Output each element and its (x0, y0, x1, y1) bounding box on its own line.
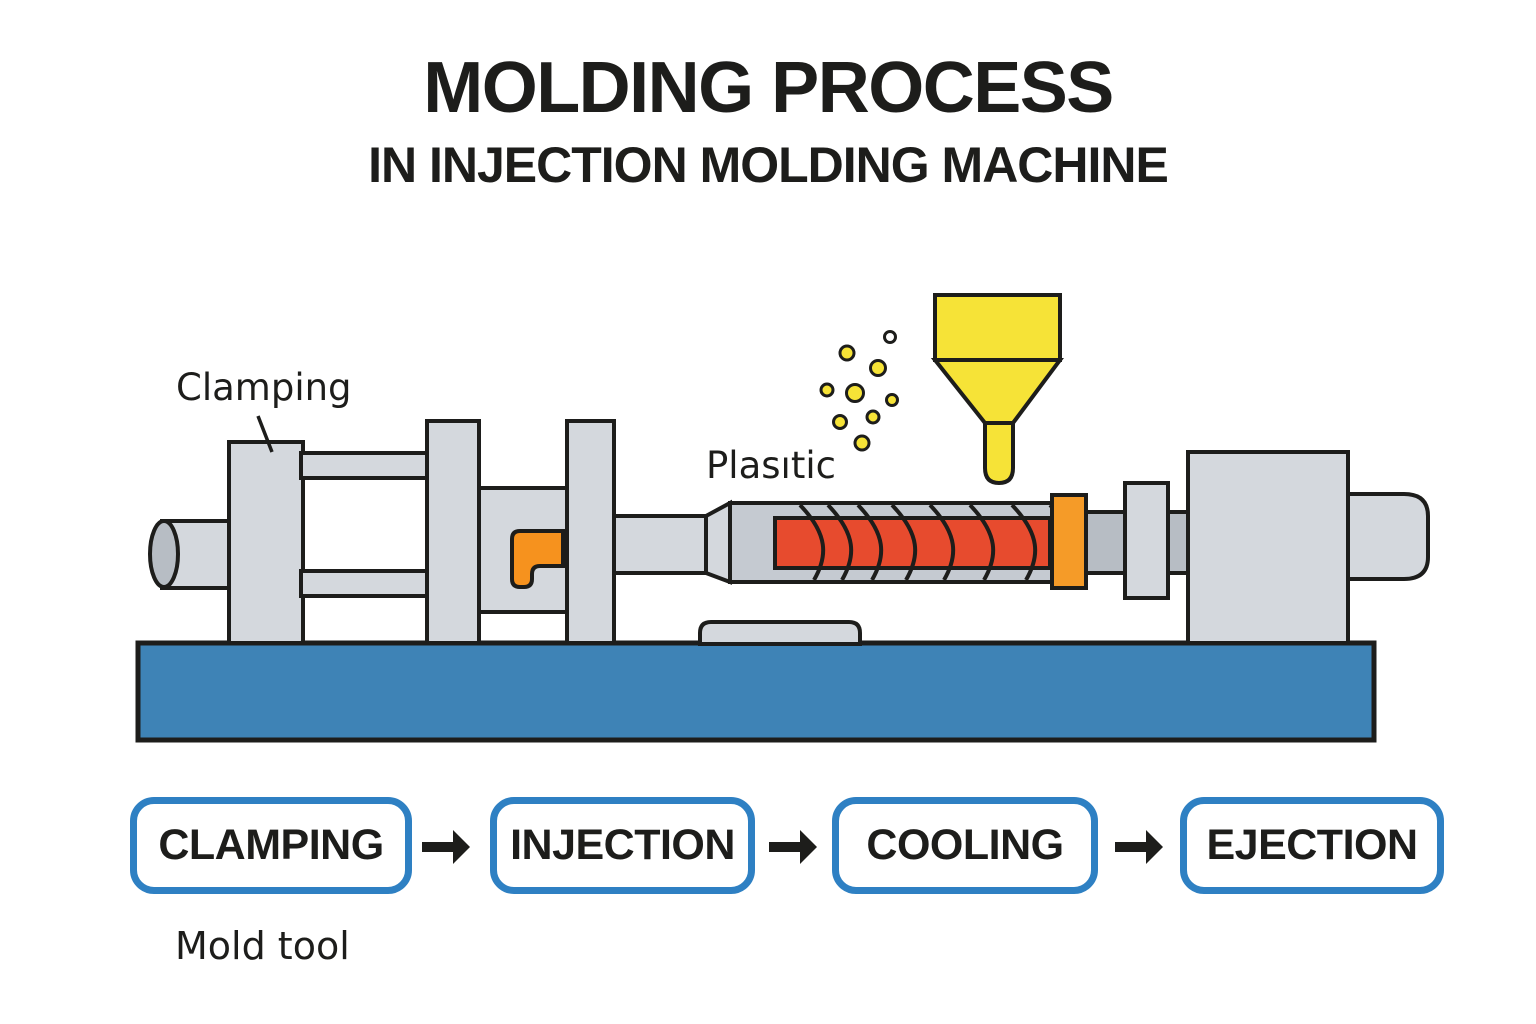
hopper-top (933, 293, 1062, 362)
motor-end-cap (1346, 492, 1430, 581)
barrel-pedestal (698, 620, 862, 646)
screw-flights (798, 504, 1050, 581)
plastic-pellets (819, 330, 899, 452)
moving-platen (425, 419, 481, 645)
clamping-plate (227, 440, 305, 645)
tie-bar-top (299, 451, 431, 480)
page-title: MOLDING PROCESS (423, 48, 1114, 128)
flow-step-cooling: COOLING (832, 797, 1098, 894)
hopper-icon (930, 293, 1064, 486)
hopper-funnel (930, 358, 1064, 425)
flow-arrow-icon (422, 830, 470, 864)
flow-arrow-icon (1115, 830, 1163, 864)
fixed-platen (565, 419, 616, 645)
mold-tool-label: Mold tool (175, 924, 350, 968)
flow-step-ejection: EJECTION (1180, 797, 1444, 894)
machine-base (135, 640, 1377, 743)
molten-plastic-core (773, 516, 1052, 570)
plastic-pellet (865, 409, 881, 425)
flow-step-injection: INJECTION (490, 797, 755, 894)
drive-shaft-right (1166, 510, 1190, 575)
heater-collar (1050, 493, 1088, 590)
tie-bar-bottom (299, 569, 431, 598)
mold-block (477, 486, 569, 614)
barrel (728, 501, 1054, 584)
molded-part (510, 529, 565, 589)
plastic-pellet (838, 344, 856, 362)
plastic-pellet (819, 382, 835, 398)
flow-step-clamping: CLAMPING (130, 797, 412, 894)
plastic-pellet-empty (883, 330, 897, 344)
drive-shaft-left (1084, 510, 1127, 575)
plastic-pellet (845, 383, 865, 403)
motor-block (1186, 450, 1350, 645)
clamping-pointer-line (256, 415, 274, 453)
plastic-pellet (853, 434, 871, 452)
hopper-stem (983, 421, 1015, 486)
nozzle-taper (704, 499, 732, 585)
plastic-label: Plasıtic (706, 444, 836, 487)
plastic-pellet (869, 359, 887, 377)
nozzle-shaft (612, 514, 708, 575)
thrust-plate (1123, 481, 1170, 600)
clamp-cylinder (160, 519, 236, 590)
flow-arrow-icon (769, 830, 817, 864)
plastic-pellet (832, 414, 848, 430)
plastic-pellet (885, 393, 899, 407)
clamping-label: Clamping (176, 366, 352, 409)
page-subtitle: IN INJECTION MOLDING MACHINE (368, 137, 1169, 193)
clamp-cylinder-cap (148, 519, 180, 589)
